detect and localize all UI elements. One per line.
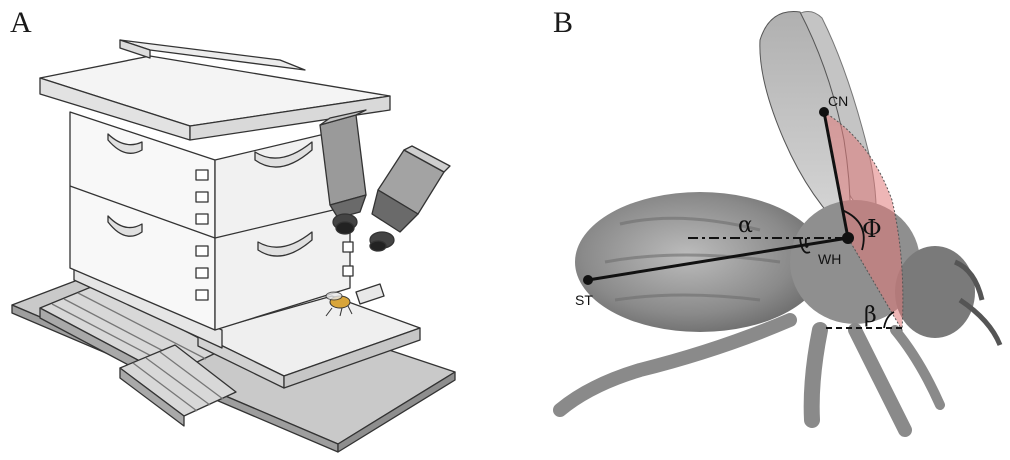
label-wh: WH — [818, 251, 841, 267]
label-beta: β — [864, 303, 877, 328]
label-phi: Φ — [862, 215, 882, 243]
label-st: ST — [575, 292, 593, 308]
point-st — [583, 275, 593, 285]
label-alpha: α — [738, 213, 753, 238]
point-wh — [842, 232, 854, 244]
honeybee-photo — [560, 11, 1000, 430]
label-cn: CN — [828, 93, 848, 109]
